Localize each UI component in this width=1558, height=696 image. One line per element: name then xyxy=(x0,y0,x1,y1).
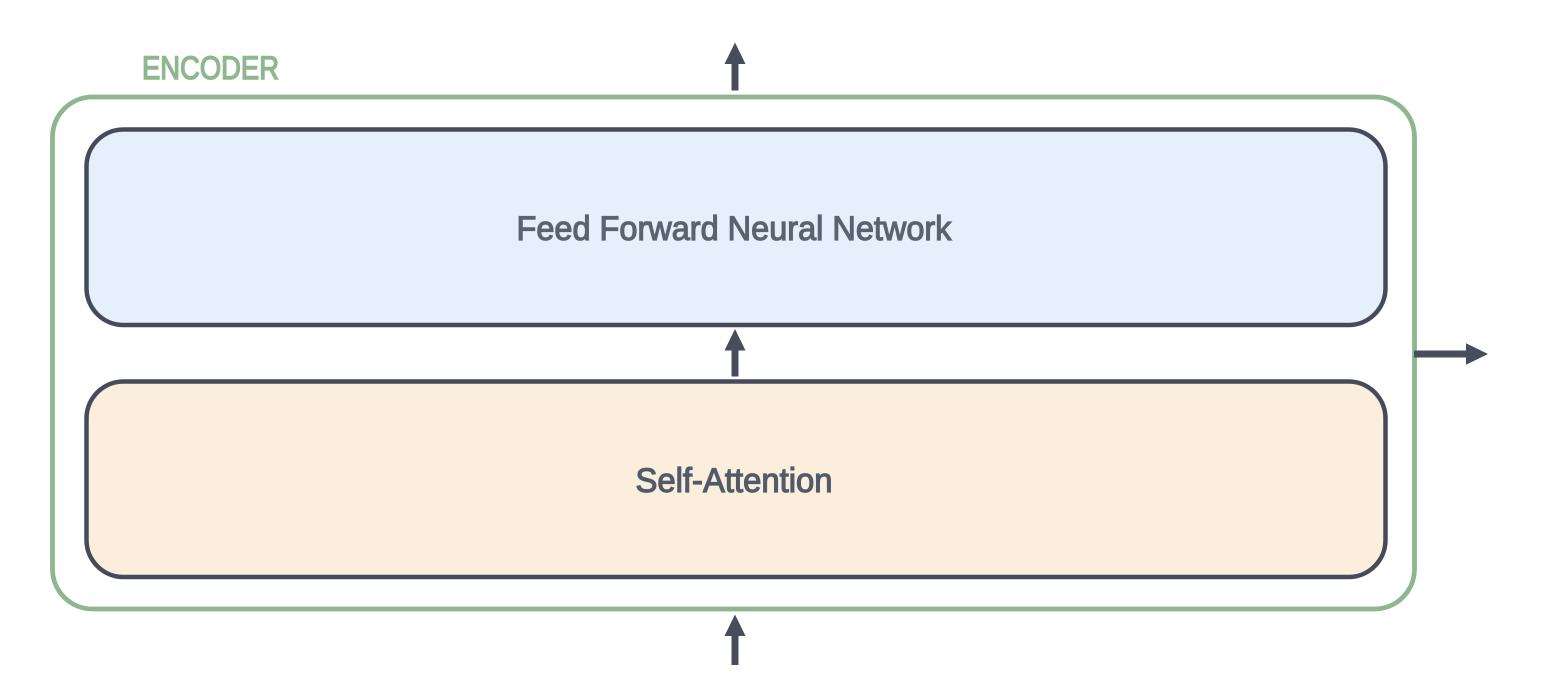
svg-text:ENCODER: ENCODER xyxy=(142,50,279,86)
svg-text:Self-Attention: Self-Attention xyxy=(636,462,833,500)
svg-text:Feed Forward Neural Network: Feed Forward Neural Network xyxy=(517,210,953,248)
